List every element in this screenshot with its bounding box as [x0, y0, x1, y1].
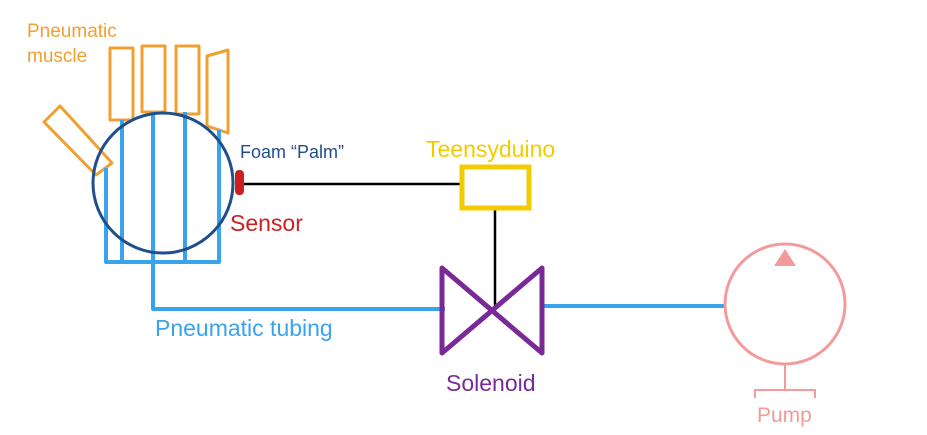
tube-main: [151, 262, 445, 311]
middle-finger-muscle: [140, 44, 167, 114]
tube-pinky: [185, 130, 221, 264]
solenoid-valve: [439, 265, 545, 356]
sensor-pad: [235, 170, 244, 195]
sensor-label: Sensor: [230, 210, 303, 236]
foam-palm-label: Foam “Palm”: [240, 142, 344, 162]
palm-tubing: [104, 112, 445, 311]
pump: [723, 242, 847, 398]
foam-palm-circle: [91, 111, 235, 255]
pneumatic-muscle-label-line2: muscle: [27, 46, 87, 67]
teensyduino-box: [459, 164, 532, 211]
signal-wires: [244, 182, 497, 306]
teensyduino-label: Teensyduino: [426, 136, 555, 162]
tube-middle: [122, 112, 155, 264]
index-finger-muscle: [108, 46, 135, 122]
pneumatic-muscle-fingers: [42, 44, 230, 177]
ring-finger-muscle: [174, 44, 201, 116]
tube-index: [104, 120, 124, 264]
pump-base-bracket: [754, 389, 816, 398]
tube-ring: [153, 112, 187, 264]
pump-direction-triangle: [774, 249, 796, 266]
thumb-muscle: [42, 104, 114, 177]
solenoid-label: Solenoid: [446, 370, 536, 396]
pneumatic-muscle-label-line1: Pneumatic: [27, 21, 117, 42]
pump-label: Pump: [757, 404, 812, 427]
pinky-finger-muscle: [205, 48, 230, 135]
pneumatic-tubing-label: Pneumatic tubing: [155, 315, 333, 341]
